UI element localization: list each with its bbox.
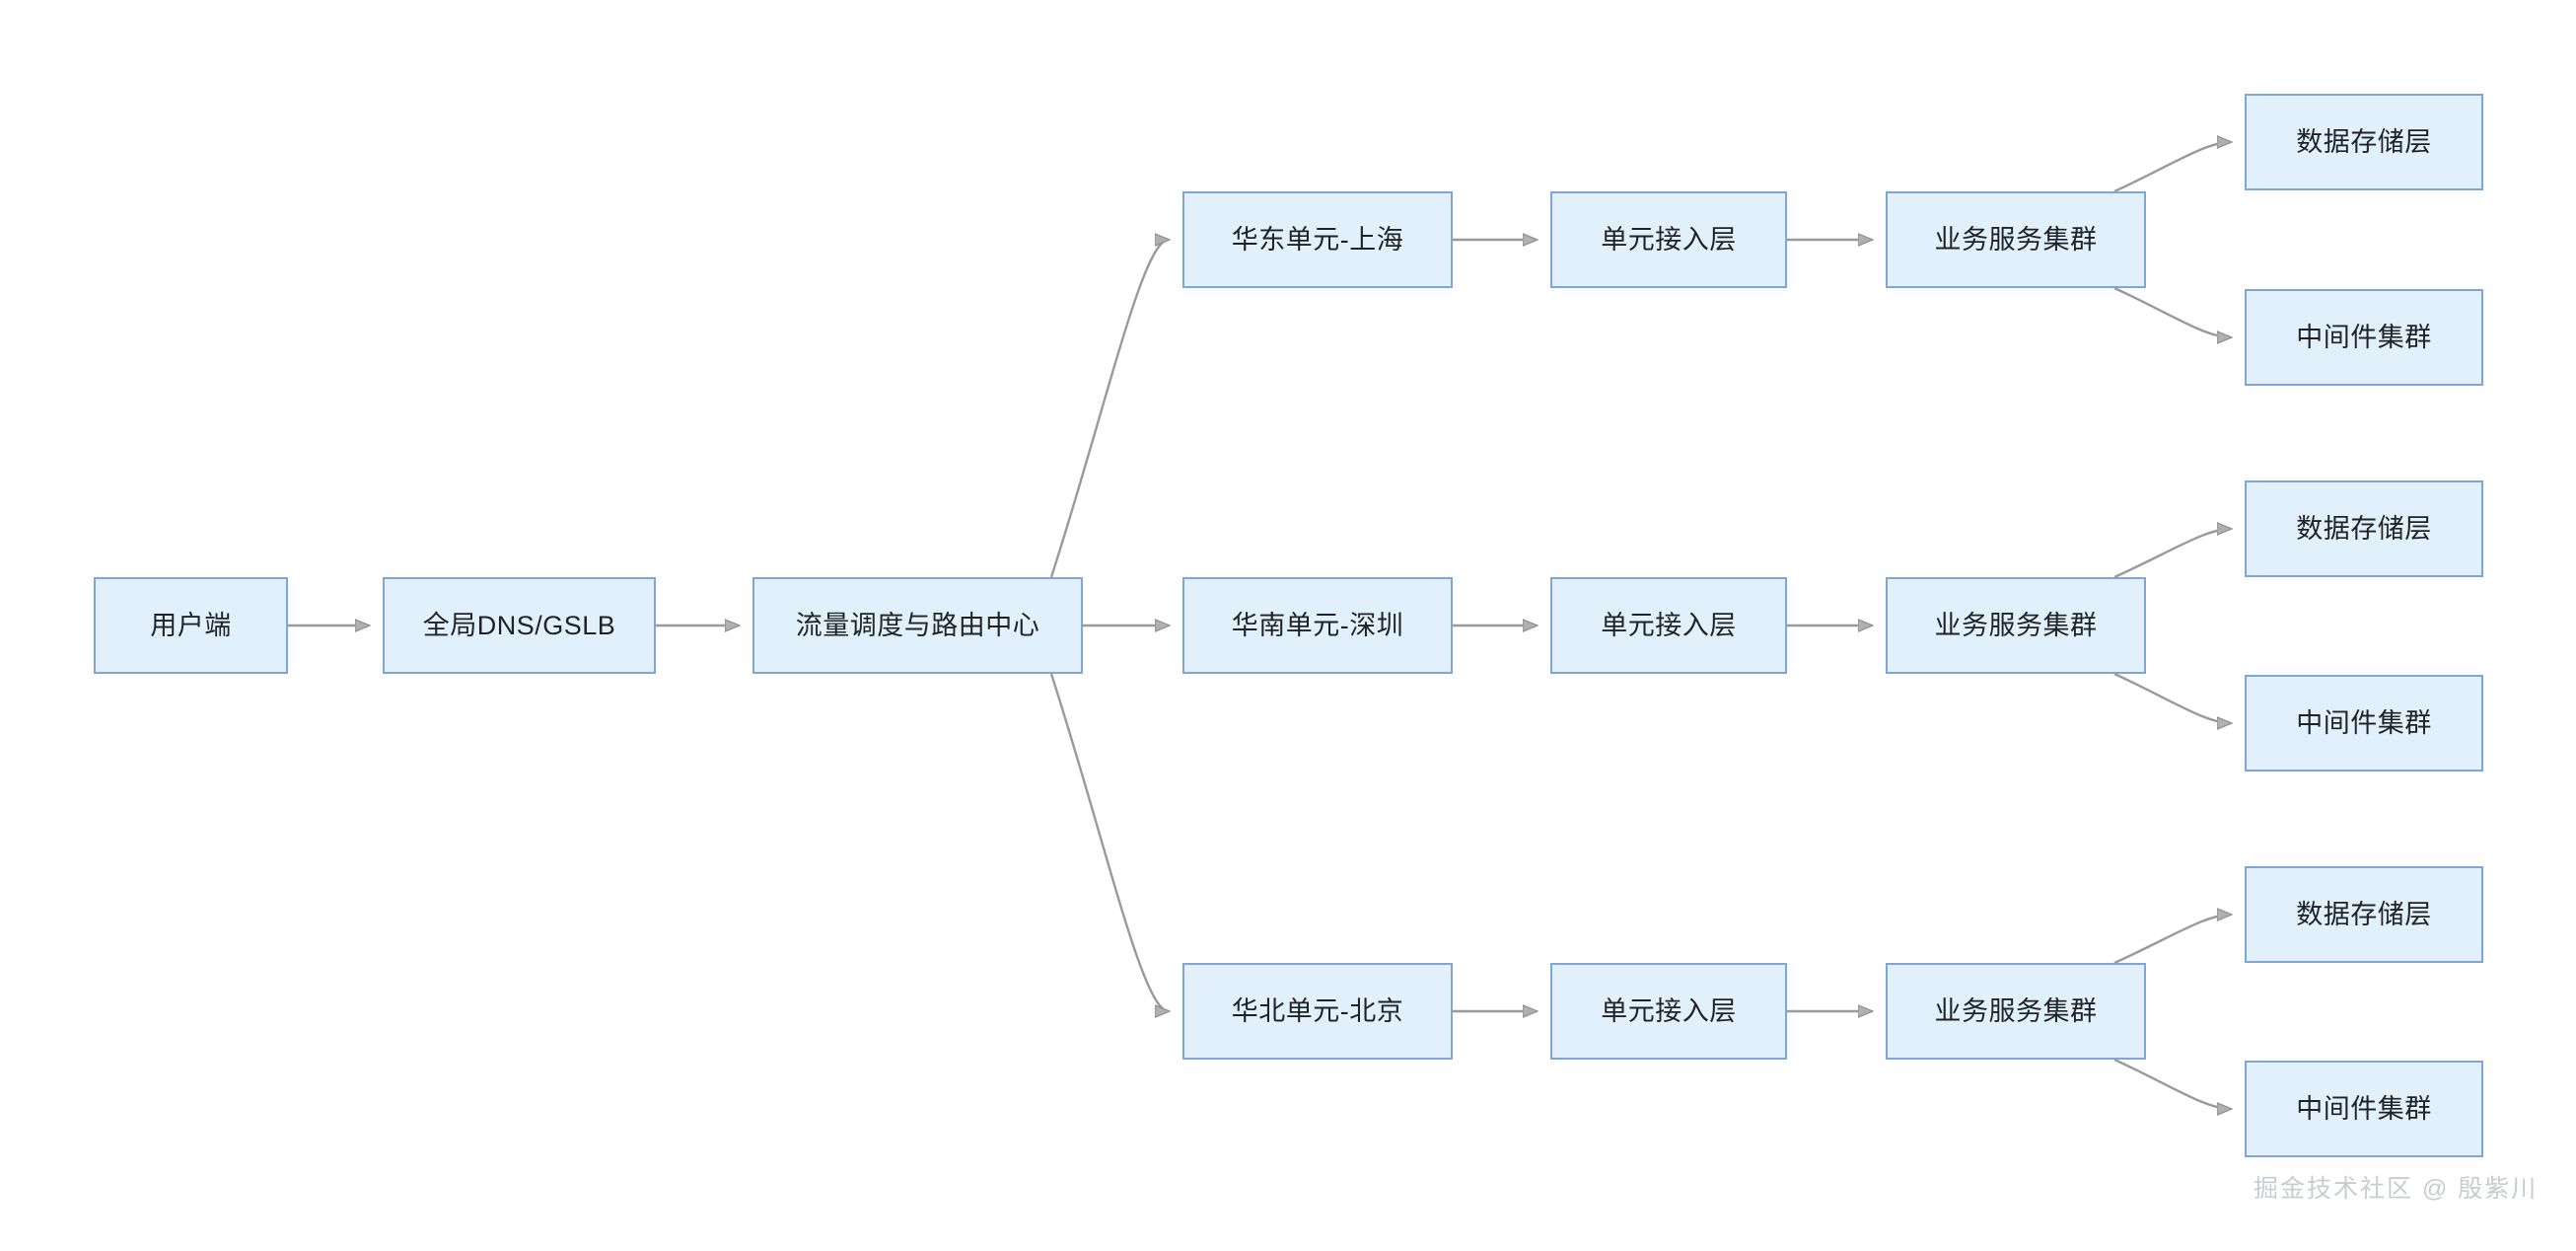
node-label: 业务服务集群	[1934, 610, 2098, 640]
node-label: 中间件集群	[2296, 322, 2432, 352]
node-client[interactable]: 用户端	[94, 577, 288, 674]
edge-svc-north-to-store-north	[2113, 915, 2231, 965]
node-label: 中间件集群	[2296, 1093, 2432, 1124]
node-unit-south[interactable]: 华南单元-深圳	[1182, 577, 1453, 674]
edge-svc-north-to-mw-north	[2113, 1058, 2231, 1109]
node-store-south[interactable]: 数据存储层	[2245, 480, 2483, 577]
node-svc-south[interactable]: 业务服务集群	[1886, 577, 2146, 674]
node-label: 中间件集群	[2296, 707, 2432, 738]
edge-svc-south-to-store-south	[2113, 529, 2231, 579]
edge-svc-east-to-store-east	[2113, 142, 2231, 193]
node-access-north[interactable]: 单元接入层	[1550, 963, 1787, 1060]
node-mw-south[interactable]: 中间件集群	[2245, 675, 2483, 772]
node-access-east[interactable]: 单元接入层	[1550, 191, 1787, 288]
node-label: 华北单元-北京	[1231, 995, 1404, 1026]
node-store-north[interactable]: 数据存储层	[2245, 866, 2483, 963]
watermark: 掘金技术社区 @ 殷紫川	[2254, 1175, 2539, 1203]
edge-router-to-unit-north	[1049, 673, 1169, 1011]
node-access-south[interactable]: 单元接入层	[1550, 577, 1787, 674]
node-label: 单元接入层	[1601, 610, 1737, 640]
node-unit-east[interactable]: 华东单元-上海	[1182, 191, 1453, 288]
node-unit-north[interactable]: 华北单元-北京	[1182, 963, 1453, 1060]
edge-svc-south-to-mw-south	[2113, 672, 2231, 723]
node-label: 单元接入层	[1601, 224, 1737, 255]
node-label: 数据存储层	[2296, 899, 2432, 929]
node-label: 用户端	[150, 610, 232, 640]
node-mw-north[interactable]: 中间件集群	[2245, 1061, 2483, 1157]
node-svc-east[interactable]: 业务服务集群	[1886, 191, 2146, 288]
edge-router-to-unit-east	[1049, 240, 1169, 578]
node-svc-north[interactable]: 业务服务集群	[1886, 963, 2146, 1060]
node-label: 华东单元-上海	[1231, 224, 1404, 255]
node-label: 全局DNS/GSLB	[422, 610, 616, 640]
edge-svc-east-to-mw-east	[2113, 286, 2231, 337]
node-label: 华南单元-深圳	[1231, 610, 1404, 640]
node-router[interactable]: 流量调度与路由中心	[752, 577, 1083, 674]
node-label: 业务服务集群	[1934, 995, 2098, 1026]
node-label: 单元接入层	[1601, 995, 1737, 1026]
node-label: 数据存储层	[2296, 126, 2432, 157]
node-label: 业务服务集群	[1934, 224, 2098, 255]
node-dns[interactable]: 全局DNS/GSLB	[383, 577, 656, 674]
node-label: 流量调度与路由中心	[795, 610, 1040, 640]
node-store-east[interactable]: 数据存储层	[2245, 94, 2483, 190]
node-label: 数据存储层	[2296, 513, 2432, 544]
node-mw-east[interactable]: 中间件集群	[2245, 289, 2483, 386]
